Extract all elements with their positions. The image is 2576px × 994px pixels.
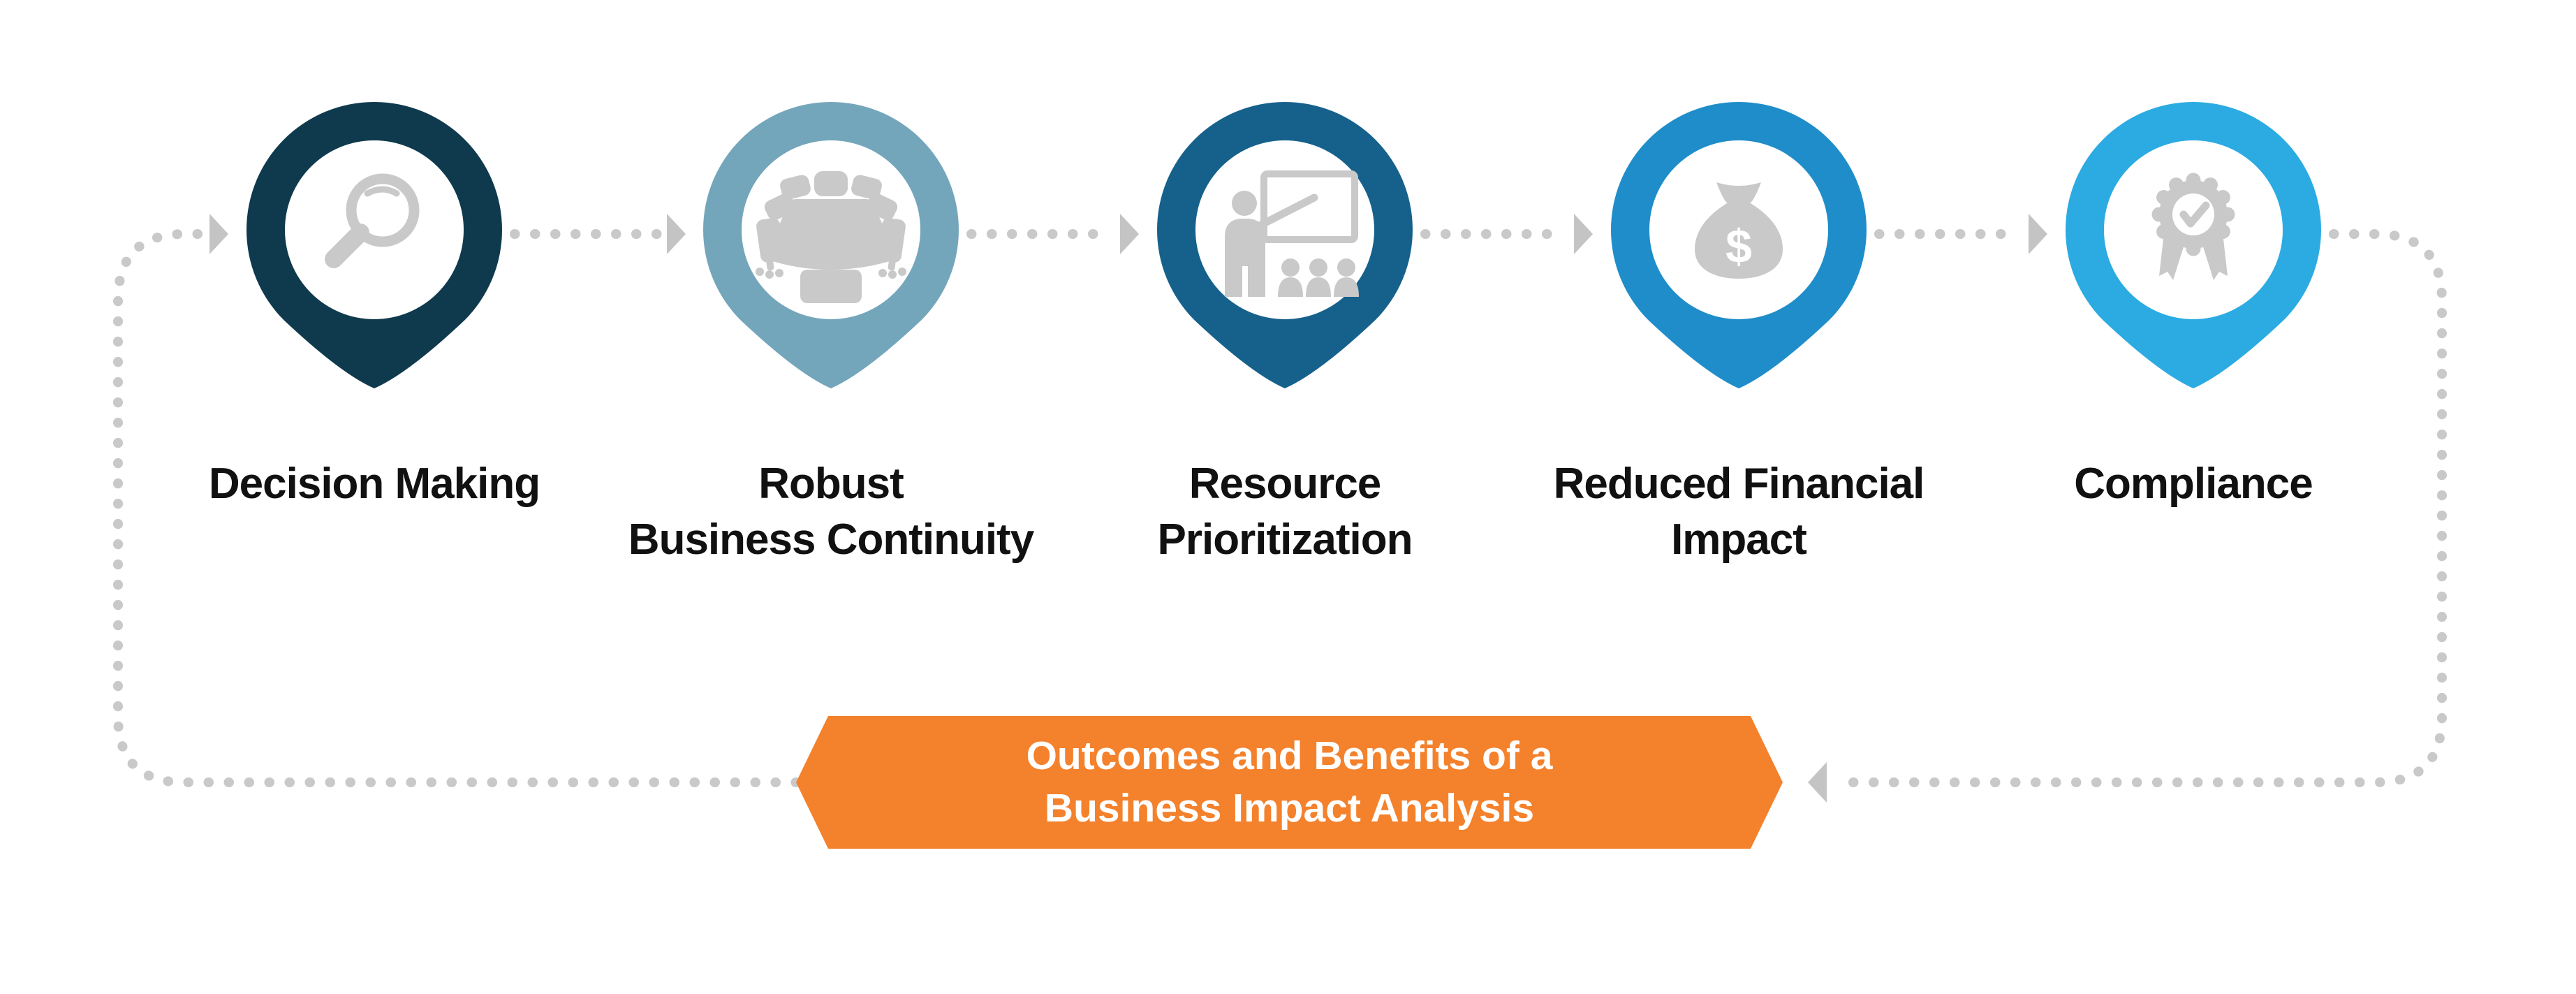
flow-arrows	[209, 214, 2047, 803]
pin-decision-making	[242, 97, 507, 390]
banner-title-line: Business Impact Analysis	[1044, 786, 1535, 831]
magnifier-icon	[325, 173, 420, 268]
meeting-table-icon	[755, 171, 906, 303]
dotted-path-left-loop	[113, 229, 801, 787]
step-label-line: Prioritization	[1157, 516, 1413, 564]
pin-resource-prioritization	[1152, 97, 1418, 390]
step-label-line: Robust	[758, 460, 904, 508]
pin-reduced-financial-impact: $	[1606, 97, 1871, 390]
banner-shape	[796, 716, 1783, 849]
arrow-right-icon	[1574, 214, 1593, 254]
step-label-line: Reduced Financial	[1553, 460, 1925, 508]
dollar-sign: $	[1725, 220, 1752, 273]
step-label-line: Impact	[1671, 516, 1807, 564]
step-label-decision-making: Decision Making	[137, 456, 612, 512]
step-label-reduced-financial-impact: Reduced Financial Impact	[1501, 456, 1976, 568]
step-label-line: Decision Making	[208, 460, 540, 508]
pin-business-continuity	[698, 97, 964, 390]
pin-inner-circle	[285, 140, 464, 319]
step-label-line: Compliance	[2074, 460, 2313, 508]
step-label-line: Business Continuity	[628, 516, 1034, 564]
arrow-right-icon	[667, 214, 686, 254]
arrow-left-icon	[1808, 762, 1827, 803]
dotted-loop	[113, 229, 2447, 787]
banner-title-line: Outcomes and Benefits of a	[1026, 733, 1553, 778]
arrow-right-icon	[2029, 214, 2047, 254]
banner-title: Outcomes and Benefits of a Business Impa…	[796, 716, 1783, 849]
step-label-resource-prioritization: Resource Prioritization	[1047, 456, 1522, 568]
award-ribbon-icon	[2151, 173, 2235, 280]
presentation-icon	[1225, 170, 1359, 297]
step-label-compliance: Compliance	[1956, 456, 2431, 512]
money-bag-icon: $	[1695, 182, 1783, 279]
arrow-right-icon	[1120, 214, 1139, 254]
step-label-business-continuity: Robust Business Continuity	[594, 456, 1068, 568]
step-label-line: Resource	[1188, 460, 1382, 508]
pin-compliance	[2061, 97, 2326, 390]
arrow-right-icon	[209, 214, 228, 254]
